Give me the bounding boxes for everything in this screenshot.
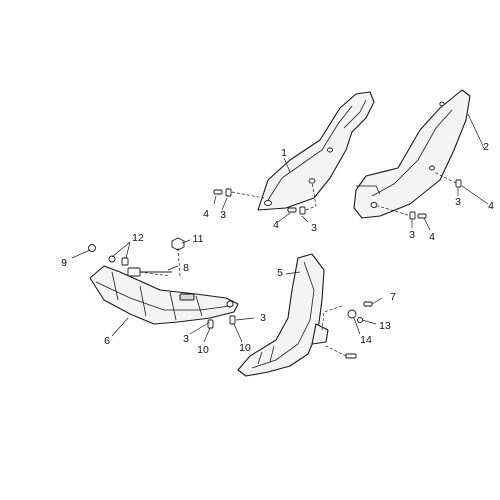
callout-4: 4 <box>203 208 209 220</box>
callout-2: 2 <box>483 141 489 153</box>
callout-3: 3 <box>220 209 226 221</box>
callout-10: 10 <box>197 344 209 356</box>
callout-3: 3 <box>311 222 317 234</box>
right-side-fairing-part <box>353 89 471 219</box>
callout-5: 5 <box>277 267 283 279</box>
callout-11: 11 <box>193 233 204 245</box>
callout-8: 8 <box>183 262 189 274</box>
callout-3: 3 <box>260 312 266 324</box>
callout-labels: 1 2 3 3 3 3 3 3 4 4 4 4 5 6 7 8 9 10 10 … <box>61 141 494 356</box>
inner-fairing-panel-part <box>237 253 329 377</box>
callout-3: 3 <box>409 229 415 241</box>
callout-10: 10 <box>239 342 251 354</box>
hardware-items <box>88 179 462 359</box>
callout-4: 4 <box>429 231 435 243</box>
left-side-fairing-part <box>257 91 375 211</box>
callout-3: 3 <box>455 196 461 208</box>
callout-4: 4 <box>488 200 494 212</box>
callout-9: 9 <box>61 257 67 269</box>
belly-pan-part <box>89 265 239 325</box>
callout-12: 12 <box>132 232 144 244</box>
callout-6: 6 <box>104 335 110 347</box>
callout-14: 14 <box>360 334 372 346</box>
callout-7: 7 <box>390 291 396 303</box>
leader-lines <box>71 113 489 343</box>
callout-4: 4 <box>273 219 279 231</box>
callout-13: 13 <box>379 320 391 332</box>
assembly-dashed-lines <box>139 171 457 357</box>
callout-3: 3 <box>183 333 189 345</box>
callout-1: 1 <box>281 147 287 159</box>
